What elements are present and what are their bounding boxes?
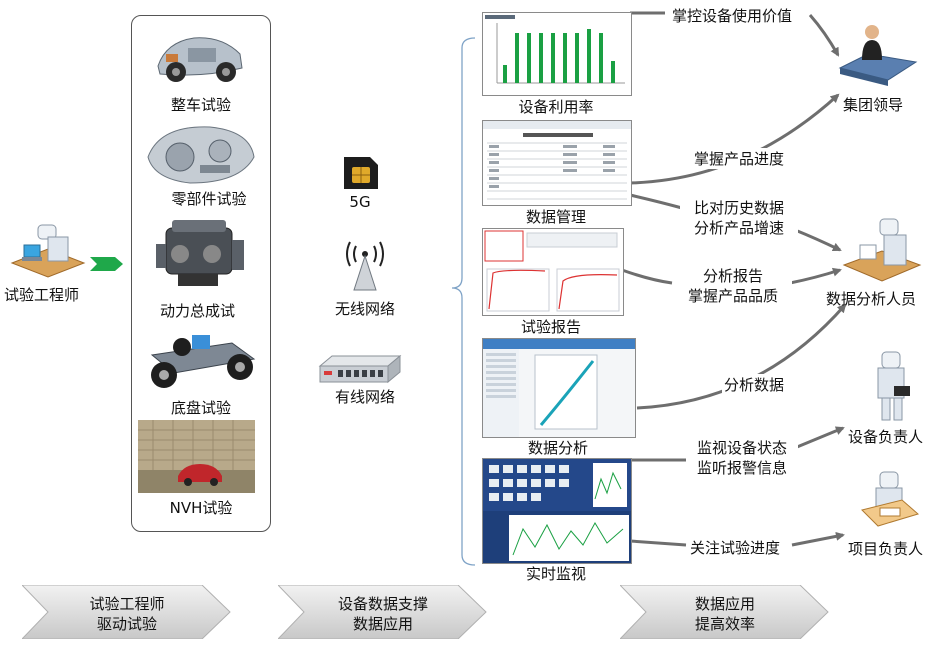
role-label-analyst: 数据分析人员 [826, 290, 917, 308]
arrow-mgmt-leader [629, 93, 840, 185]
engineer-label: 试验工程师 [4, 286, 80, 304]
app-label-utilization: 设备利用率 [518, 98, 594, 116]
flow-label-progress: 掌握产品进度 [692, 148, 787, 169]
test-label-powertrain: 动力总成试 [160, 302, 236, 320]
role-label-leader: 集团领导 [843, 96, 904, 114]
wireless-antenna-icon [340, 232, 390, 294]
stage-chevron-data-application: 数据应用 提高效率 [618, 584, 830, 640]
app-label-data-management: 数据管理 [525, 208, 586, 226]
stage-line2: 驱动试验 [96, 615, 157, 633]
stage-chevron-engineer: 试验工程师 驱动试验 [20, 584, 232, 640]
chassis-photo [136, 325, 262, 397]
test-label-nvh: NVH试验 [169, 499, 233, 517]
role-label-project-manager: 项目负责人 [848, 540, 924, 558]
data-management-thumb [482, 120, 632, 206]
engineer-icon [10, 224, 86, 278]
engineer-green-arrow [90, 257, 123, 271]
arrow-monitor-equipment-b [796, 426, 845, 449]
stage-line1: 数据应用 [694, 595, 755, 613]
engine-photo [150, 214, 250, 292]
utilization-chart-thumb [482, 12, 632, 96]
equipment-manager-icon [868, 350, 916, 424]
flow-label-equipment-value: 掌控设备使用价值 [670, 5, 795, 26]
sim-card-icon [340, 155, 380, 191]
network-label-wireless: 无线网络 [334, 300, 395, 318]
stage-chevron-data-support: 设备数据支撑 数据应用 [276, 584, 488, 640]
arrow-monitor-project-b [791, 531, 845, 547]
arrow-mgmt-analyst-a [629, 193, 683, 210]
test-report-thumb [482, 228, 624, 316]
stage-line2: 提高效率 [694, 615, 755, 633]
app-label-test-report: 试验报告 [520, 318, 581, 336]
arrow-monitor-project-a [629, 539, 687, 547]
flow-label-test-progress: 关注试验进度 [688, 537, 783, 558]
flow-label-history: 比对历史数据分析产品增速 [680, 198, 798, 238]
network-label-5g: 5G [349, 193, 371, 211]
stage-line1: 设备数据支撑 [337, 595, 428, 613]
network-label-wired: 有线网络 [334, 388, 395, 406]
role-label-equipment-manager: 设备负责人 [848, 428, 924, 446]
app-label-realtime-monitor: 实时监视 [525, 565, 586, 583]
flow-label-analysis: 分析数据 [722, 374, 787, 395]
analyst-person-icon [840, 215, 924, 285]
engineer-figure [8, 215, 88, 280]
arrow-mgmt-analyst-b [794, 228, 842, 252]
project-manager-icon [858, 470, 922, 532]
anechoic-room-photo [138, 420, 255, 493]
stage-line1: 试验工程师 [89, 595, 165, 613]
flow-label-monitor: 监视设备状态监听报警信息 [686, 438, 798, 478]
realtime-monitor-thumb [482, 458, 632, 564]
arrow-report-analyst-a [621, 268, 673, 285]
test-label-vehicle: 整车试验 [170, 96, 231, 114]
app-bracket [451, 37, 476, 566]
car-chassis-photo [152, 22, 246, 90]
transmission-photo [140, 117, 260, 192]
arrow-util-leader [630, 11, 838, 55]
data-analysis-thumb [482, 338, 636, 438]
test-label-parts: 零部件试验 [171, 190, 247, 208]
arrow-report-analyst-b [789, 267, 842, 285]
app-label-data-analysis: 数据分析 [527, 439, 588, 457]
network-switch-icon [318, 352, 402, 386]
test-label-chassis: 底盘试验 [170, 399, 231, 417]
stage-line2: 数据应用 [352, 615, 413, 633]
flow-label-report: 分析报告掌握产品品质 [674, 266, 792, 306]
executive-person-icon [838, 20, 918, 90]
